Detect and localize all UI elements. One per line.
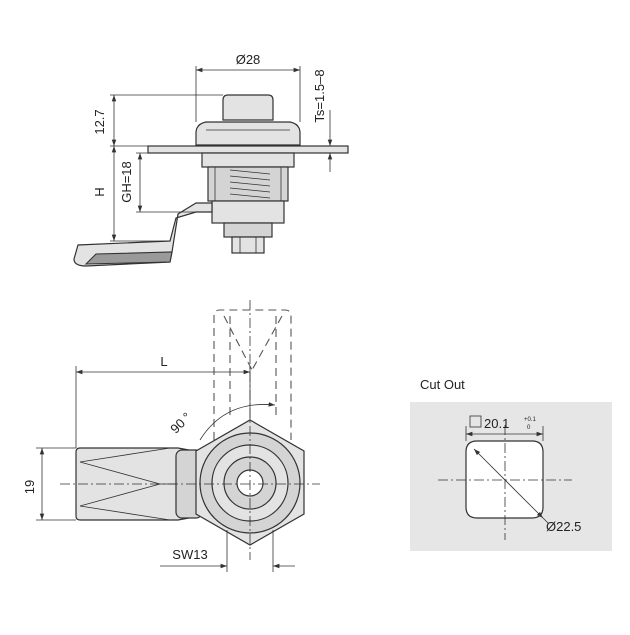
screw-tip (231, 236, 265, 254)
angle-arc (199, 402, 276, 441)
cutout-tolerance-lower: 0 (527, 425, 531, 431)
leader-line (542, 517, 549, 524)
cutout-dim-flat: 20.1 (484, 416, 509, 431)
dim-height-label: H (92, 187, 107, 196)
lock-bezel (195, 121, 301, 146)
panel-plate (147, 145, 349, 154)
lock-body (201, 152, 295, 168)
cam-arm-facets (79, 447, 176, 521)
cutout-title: Cut Out (420, 377, 465, 392)
dim-line-22-5 (473, 448, 544, 519)
dim-width: 19 (22, 480, 37, 494)
screw-head (223, 222, 273, 238)
dim-wrench: SW13 (172, 547, 207, 562)
cam-rotated-dashed (213, 309, 292, 440)
dim-length: L (160, 354, 167, 369)
dim-diameter-top: Ø28 (236, 52, 261, 67)
side-view: Ø28 12.7 GH=18 H Ts=1.5–8 (73, 52, 349, 267)
front-view: 90 ° L 19 SW13 (22, 300, 320, 572)
flat-symbol-box (469, 415, 482, 428)
lock-cap (222, 94, 274, 121)
dim-thread-length: GH=18 (119, 161, 134, 203)
dim-panel-thickness: Ts=1.5–8 (312, 69, 327, 122)
cutout-view: Cut Out 20.1 +0.1 0 Ø22.5 (410, 377, 612, 551)
dim-height-upper: 12.7 (92, 109, 107, 134)
cam-arm-shadow (84, 251, 173, 265)
cutout-dim-diameter: Ø22.5 (546, 519, 581, 534)
dim-angle: 90 ° (167, 409, 194, 436)
cam-base (211, 200, 285, 224)
cutout-tolerance-upper: +0.1 (524, 417, 537, 423)
thread-lines (214, 167, 282, 201)
